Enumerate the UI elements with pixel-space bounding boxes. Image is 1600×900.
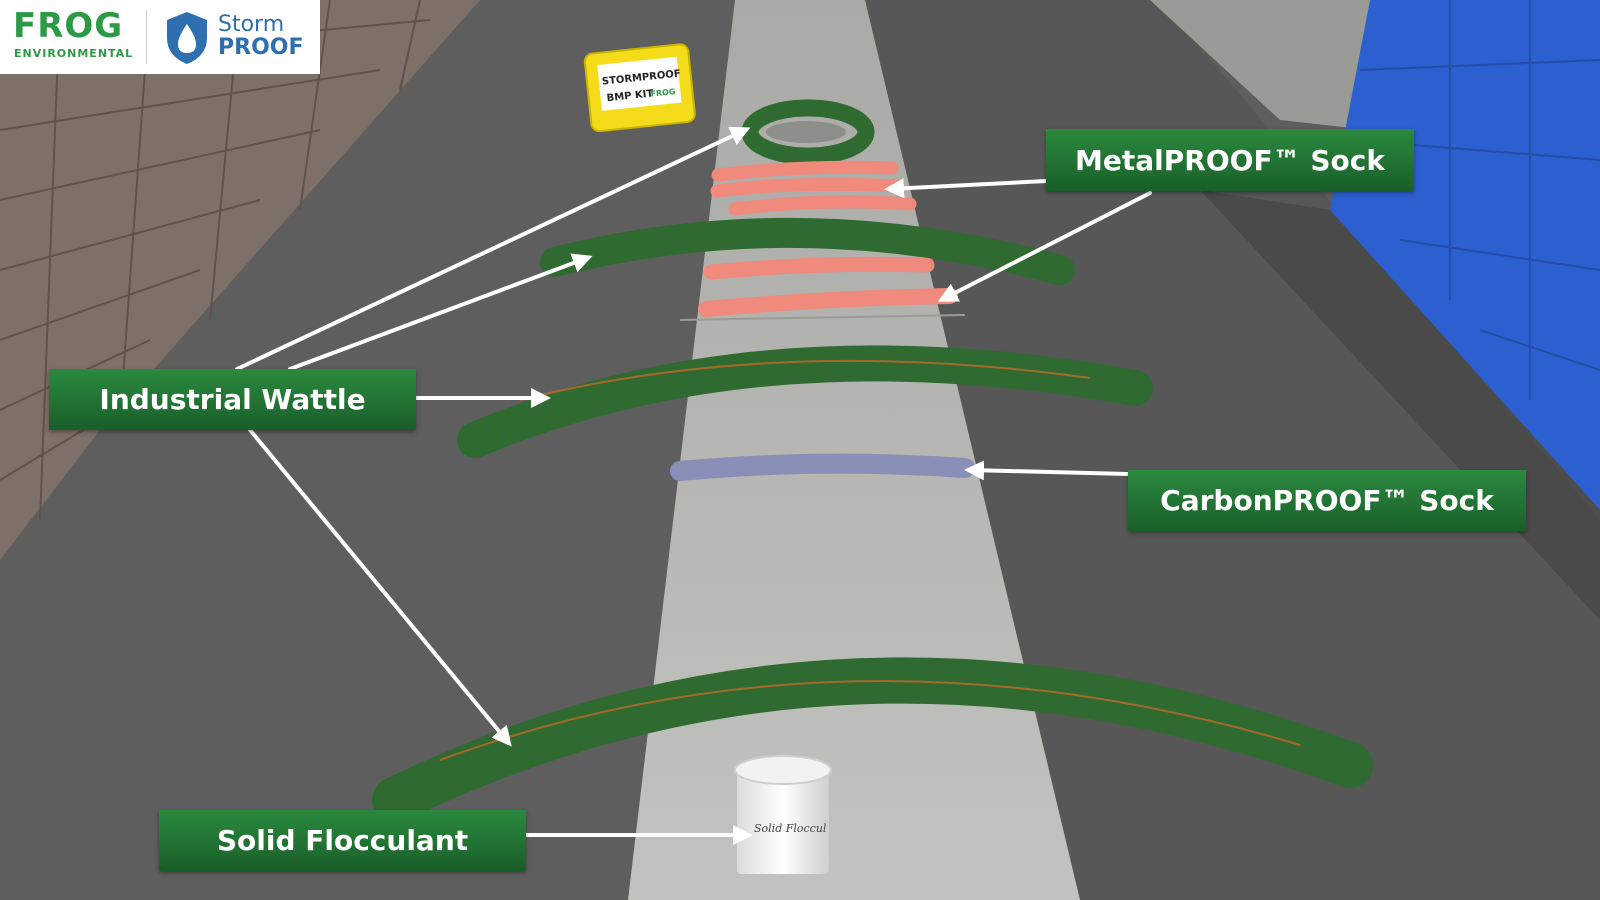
logo-divider bbox=[146, 10, 147, 64]
sidewalk bbox=[1150, 0, 1370, 130]
blue-wall-lines bbox=[1349, 0, 1600, 400]
proof-logo-text: PROOF bbox=[218, 35, 304, 60]
callout-metalproof-sock: MetalPROOF™ Sock bbox=[1046, 129, 1414, 191]
metal-sock-4 bbox=[703, 256, 935, 280]
wattle-1 bbox=[540, 217, 1075, 285]
frog-stormproof-logo: FROG ENVIRONMENTAL Storm PROOF bbox=[0, 0, 320, 74]
callout-solid-flocculant: Solid Flocculant bbox=[159, 810, 526, 871]
sign-line2: BMP KIT bbox=[606, 88, 654, 104]
storm-logo-text: Storm bbox=[218, 12, 285, 37]
arrow-metal-1 bbox=[884, 178, 1048, 199]
blue-wall bbox=[1330, 0, 1600, 510]
wattle-2 bbox=[457, 345, 1153, 458]
metal-sock-2 bbox=[710, 177, 904, 198]
flocculant-bucket bbox=[734, 755, 832, 874]
gutter-joint bbox=[679, 314, 966, 321]
sign-logo: FROG bbox=[650, 87, 676, 99]
frog-logo-text: FROG bbox=[13, 6, 124, 46]
callout-carbonproof-sock: CarbonPROOF™ Sock bbox=[1128, 470, 1526, 531]
metal-sock-3 bbox=[728, 195, 917, 216]
arrow-wattle-1 bbox=[288, 253, 593, 371]
metal-socks bbox=[698, 160, 958, 317]
shield-drop-icon bbox=[167, 12, 207, 64]
frog-logo-subtext: ENVIRONMENTAL bbox=[14, 47, 134, 60]
callout-industrial-wattle: Industrial Wattle bbox=[49, 369, 416, 430]
metal-sock-1 bbox=[711, 160, 899, 182]
arrow-wattle-3 bbox=[248, 428, 512, 747]
bmp-kit-sign bbox=[583, 43, 696, 133]
coiled-wattle-hole bbox=[766, 121, 846, 143]
arrow-carbon bbox=[964, 460, 1130, 481]
brick-wall bbox=[0, 0, 480, 560]
metal-sock-5 bbox=[698, 288, 958, 317]
wattle-seams bbox=[439, 359, 1301, 761]
arrow-metal-2 bbox=[937, 191, 1152, 302]
callout-arrows bbox=[235, 126, 1152, 845]
carbon-sock bbox=[670, 453, 975, 481]
arrow-wattle-coil bbox=[235, 126, 751, 371]
bucket-label: Solid Floccul bbox=[754, 822, 827, 835]
